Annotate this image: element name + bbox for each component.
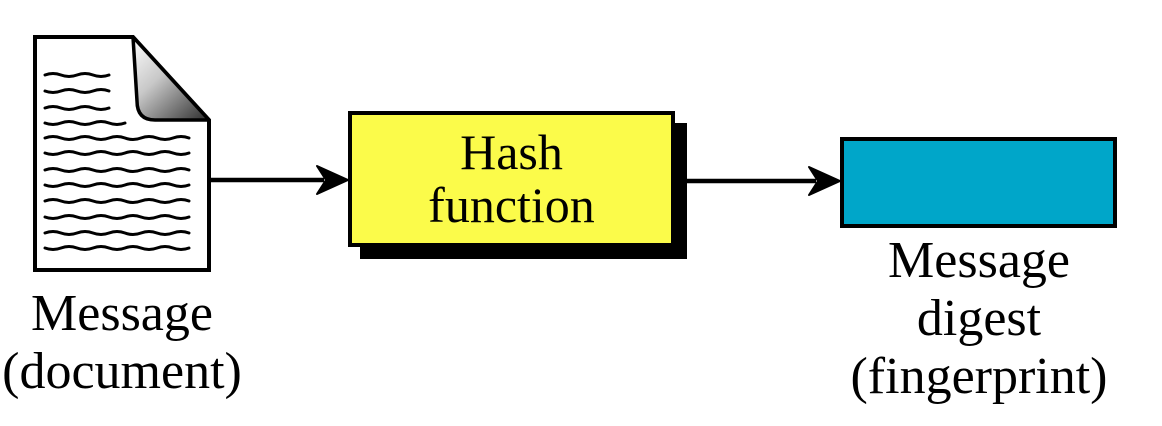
- message-label: Message (document): [2, 285, 242, 401]
- message-digest-box: [840, 137, 1117, 228]
- arrow-message-to-hash-head: [316, 165, 349, 195]
- document-fold: [131, 35, 211, 122]
- hash-function-box: Hash function: [348, 111, 675, 247]
- arrow-hash-to-digest-head: [808, 166, 841, 196]
- document-text-lines: [43, 72, 191, 251]
- document-icon: [33, 35, 211, 272]
- hash-function-label: Hash function: [428, 124, 595, 233]
- message-digest-label: Message digest (fingerprint): [850, 232, 1108, 406]
